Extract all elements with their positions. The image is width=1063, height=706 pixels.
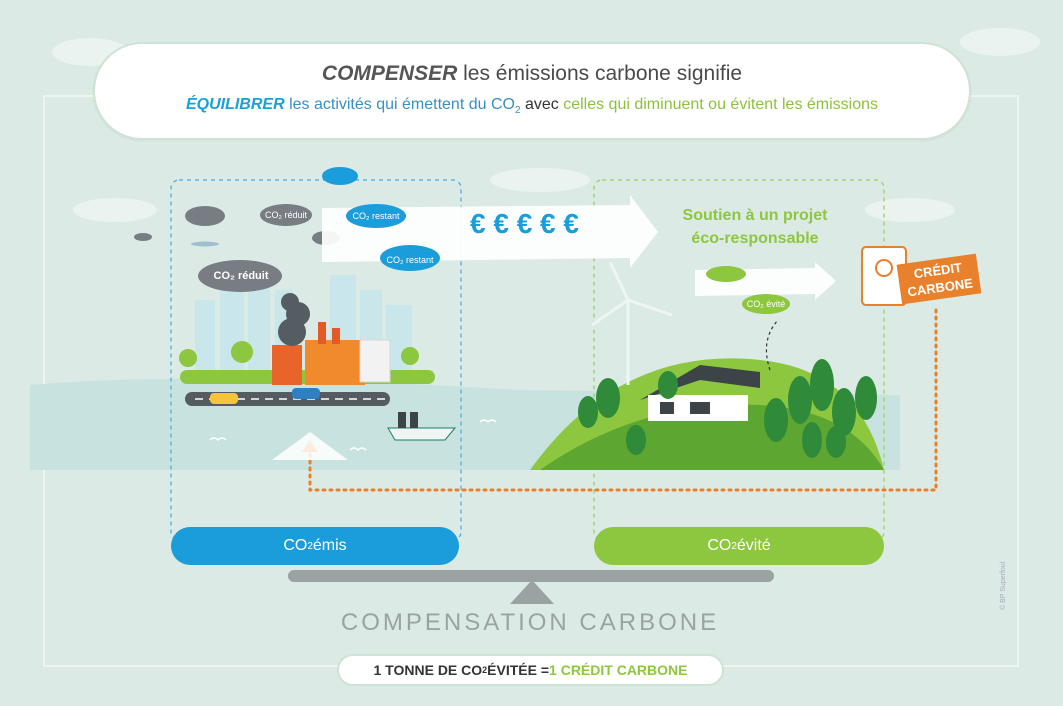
title-line-2-part1: les activités qui émettent du CO xyxy=(284,96,515,113)
title-keyword-equilibrer: ÉQUILIBRER xyxy=(185,96,285,113)
cloud-label-co2-restant-1: CO₂ restant xyxy=(352,211,400,221)
green-clouds xyxy=(706,266,790,314)
blue-clouds xyxy=(322,167,440,271)
wind-turbine xyxy=(591,261,673,385)
dotted-arrow xyxy=(765,319,779,371)
credit-flow-path xyxy=(308,308,938,492)
forest xyxy=(578,359,877,458)
equivalence-subscript: 2 xyxy=(482,665,488,675)
title-line-1-rest: les émissions carbone signifie xyxy=(457,62,743,85)
seesaw-pivot xyxy=(510,580,554,604)
city-trees xyxy=(179,341,419,367)
boat xyxy=(387,412,457,441)
cloud-label-co2-reduit-small: CO₂ réduit xyxy=(264,210,307,220)
title-line-2: ÉQUILIBRER les activités qui émettent du… xyxy=(95,96,969,116)
title-avec: avec xyxy=(520,96,564,113)
grey-clouds xyxy=(134,204,340,292)
title-banner: COMPENSER les émissions carbone signifie… xyxy=(93,42,971,140)
copyright-notice: © BP Superfoul xyxy=(1000,561,1007,610)
co2-emis-prefix: CO xyxy=(283,537,308,554)
co2-emis-suffix: émis xyxy=(312,537,347,554)
compensation-carbone-label: COMPENSATION CARBONE xyxy=(340,609,720,636)
eco-house xyxy=(640,365,760,421)
euro-symbols: € € € € € xyxy=(470,208,579,239)
seesaw-beam xyxy=(288,570,774,582)
car-yellow xyxy=(210,393,238,404)
title-line-1: COMPENSER les émissions carbone signifie xyxy=(95,62,969,86)
co2-emis-subscript: 2 xyxy=(307,540,313,552)
equivalence-highlight: 1 CRÉDIT CARBONE xyxy=(549,662,688,678)
waves xyxy=(209,419,497,452)
support-triangle xyxy=(272,432,348,460)
equivalence-part-1: 1 TONNE DE CO xyxy=(373,662,483,678)
title-line-2-green: celles qui diminuent ou évitent les émis… xyxy=(563,96,879,113)
co2-evite-prefix: CO xyxy=(707,537,732,554)
project-label-line-1: Soutien à un projet xyxy=(682,207,828,224)
cloud-label-co2-reduit-big: CO₂ réduit xyxy=(213,270,269,282)
title-co2-subscript: 2 xyxy=(514,105,521,117)
project-label-line-2: éco-responsable xyxy=(691,230,819,247)
factory xyxy=(272,293,391,385)
background-clouds xyxy=(52,28,1040,222)
cloud-label-co2-restant-2: CO₂ restant xyxy=(386,255,434,265)
equivalence-part-2: ÉVITÉE = xyxy=(487,662,550,678)
project-label: Soutien à un projet éco-responsable xyxy=(650,204,860,250)
co2-evite-subscript: 2 xyxy=(731,540,737,552)
title-keyword-compenser: COMPENSER xyxy=(321,62,458,85)
cloud-label-co2-evite: CO₂ évité xyxy=(746,299,786,309)
car-blue xyxy=(292,388,320,399)
co2-evite-suffix: évité xyxy=(736,537,771,554)
airplane xyxy=(191,241,219,247)
